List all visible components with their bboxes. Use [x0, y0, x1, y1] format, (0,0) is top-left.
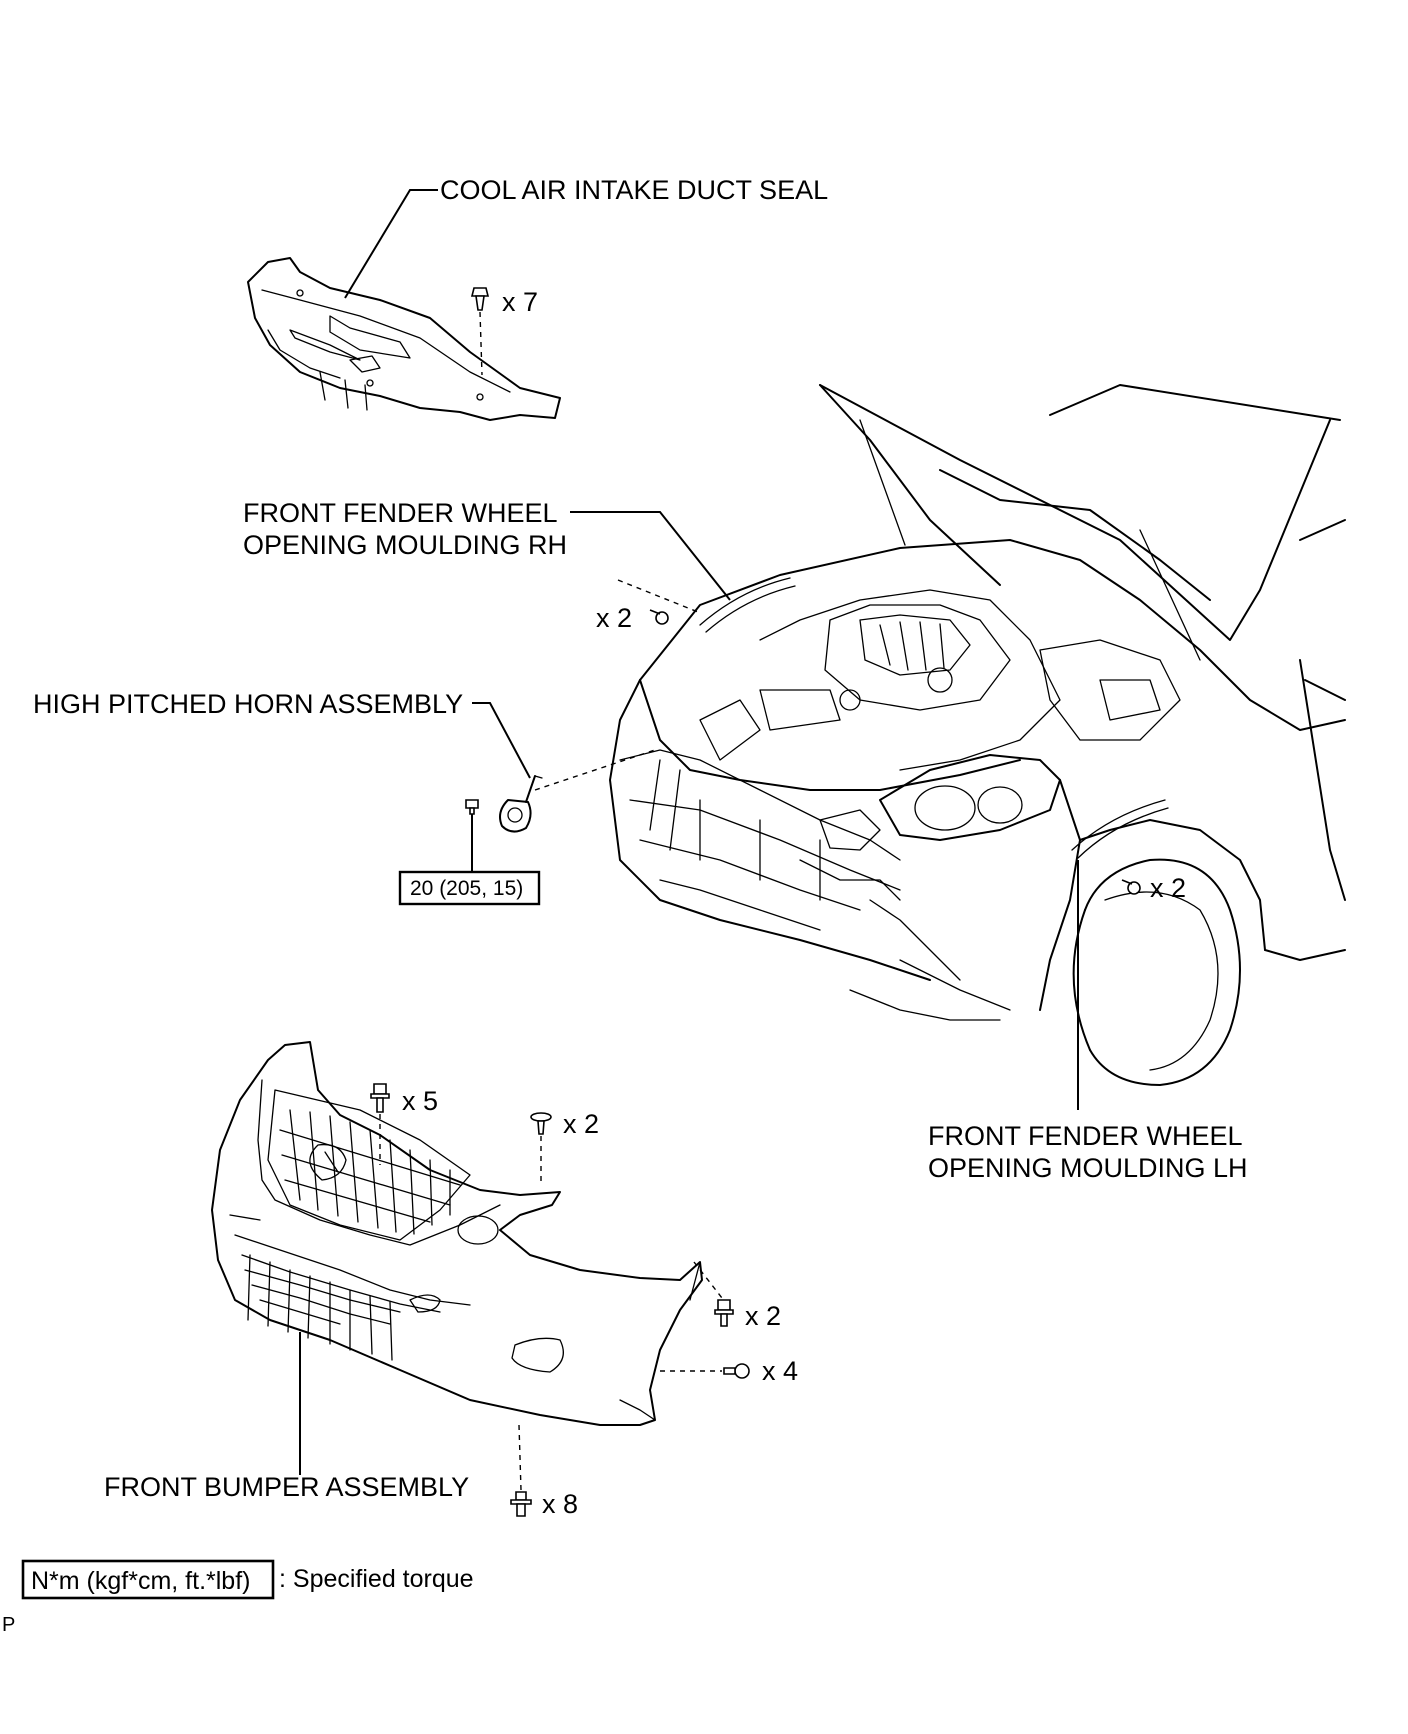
- front-bumper-drawing: [211, 1041, 703, 1426]
- qty-bumper-top-clips: x 2: [563, 1109, 599, 1139]
- screw-icon: [723, 1363, 750, 1379]
- qty-bumper-top-bolts: x 5: [402, 1086, 438, 1116]
- qty-fender-rh-screws: x 2: [596, 603, 632, 633]
- page-ref: P: [2, 1614, 15, 1636]
- label-front-fender-rh-line1: FRONT FENDER WHEEL: [243, 498, 558, 528]
- fender-rh-guide-line: [617, 579, 699, 613]
- label-front-fender-lh-line1: FRONT FENDER WHEEL: [928, 1121, 1243, 1151]
- bolt-icon: [714, 1299, 734, 1327]
- qty-fender-lh-screws: x 2: [1150, 873, 1186, 903]
- legend-torque-box: [21, 1559, 275, 1600]
- fender-moulding-lh-part: [1071, 799, 1166, 851]
- fender-moulding-rh-part: [699, 577, 791, 626]
- legend-description: : Specified torque: [279, 1565, 474, 1593]
- label-high-pitched-horn: HIGH PITCHED HORN ASSEMBLY: [33, 689, 463, 719]
- bumper-bottom-bolt-guide: [518, 1424, 522, 1491]
- bolt-icon: [465, 799, 479, 815]
- vehicle-front-drawing: [609, 384, 1346, 1086]
- qty-bumper-bottom-bolts: x 8: [542, 1489, 578, 1519]
- screw-icon: [649, 609, 669, 625]
- bolt-icon: [510, 1491, 532, 1517]
- label-front-fender-rh-line2: OPENING MOULDING RH: [243, 530, 567, 560]
- clip-icon: [470, 287, 490, 311]
- cool-air-intake-duct-seal-drawing: [247, 257, 561, 421]
- screw-icon: [1121, 879, 1141, 895]
- qty-bumper-side-bolts: x 2: [745, 1301, 781, 1331]
- label-front-fender-lh-line2: OPENING MOULDING LH: [928, 1153, 1248, 1183]
- leader-duct-seal: [344, 189, 438, 299]
- leader-horn: [472, 702, 531, 779]
- label-cool-air-intake-duct-seal: COOL AIR INTAKE DUCT SEAL: [440, 175, 828, 205]
- leader-fender-rh: [570, 511, 731, 601]
- horn-drawing: [499, 775, 543, 833]
- torque-horn-bolt: 20 (205, 15): [410, 877, 523, 900]
- bumper-side-bolt-guide: [693, 1261, 723, 1299]
- clip-icon: [530, 1112, 552, 1135]
- label-front-bumper: FRONT BUMPER ASSEMBLY: [104, 1472, 469, 1502]
- torque-box-horn: [398, 870, 541, 906]
- bolt-icon: [370, 1083, 390, 1113]
- horn-guide-line: [534, 749, 656, 791]
- clip-guide-line: [479, 311, 483, 376]
- qty-duct-seal-clips: x 7: [502, 287, 538, 317]
- legend-box-text: N*m (kgf*cm, ft.*lbf): [31, 1567, 250, 1595]
- qty-bumper-side-screws: x 4: [762, 1356, 798, 1386]
